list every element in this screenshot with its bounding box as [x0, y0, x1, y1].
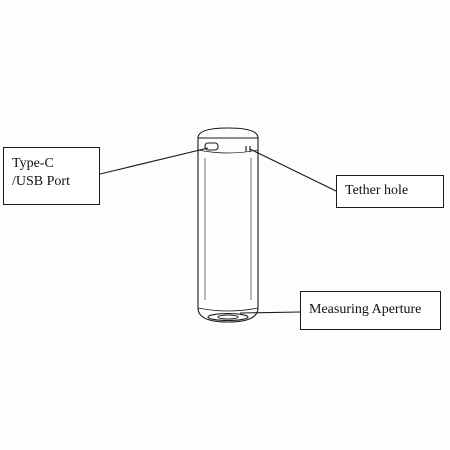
typec-label-line1: Type-C	[12, 156, 54, 171]
tether-label: Tether hole	[345, 183, 409, 198]
tether-hole-callout: Tether hole	[336, 175, 444, 208]
tether-hole	[245, 146, 251, 152]
measuring-aperture-callout: Measuring Aperture	[300, 291, 441, 330]
measuring-aperture	[207, 312, 249, 322]
typec-usb-port-callout: Type-C /USB Port	[3, 147, 100, 205]
leader-line-typec	[99, 147, 209, 175]
typec-label-line2: /USB Port	[12, 174, 70, 189]
aperture-label: Measuring Aperture	[309, 302, 422, 317]
device-body	[197, 127, 259, 323]
leader-line-tether	[249, 148, 337, 192]
leader-line-aperture	[239, 311, 301, 314]
usb-port	[204, 142, 219, 151]
